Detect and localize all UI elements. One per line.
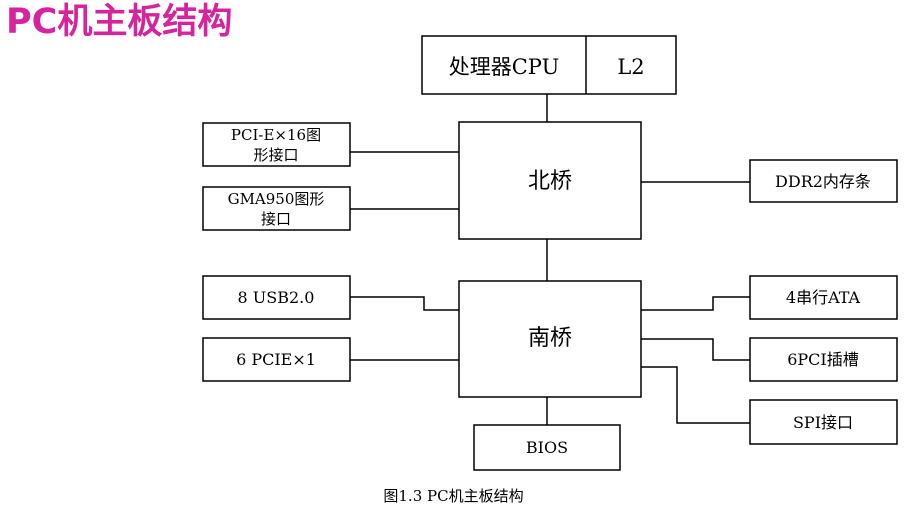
sata-block: 4串行ATA [749,275,898,320]
spi-link [641,366,750,424]
gma950-label-line2: 接口 [261,210,291,228]
spi-block: SPI接口 [749,399,898,445]
bios-block: BIOS [473,424,621,471]
pcie-x16-block: PCI-E×16图 形接口 [202,122,351,167]
usb-label: 8 USB2.0 [238,288,315,307]
bios-label: BIOS [526,438,568,457]
south-bridge-label: 南桥 [528,326,572,351]
usb-block: 8 USB2.0 [202,275,351,320]
sata-label: 4串行ATA [786,288,861,307]
pci-label: 6PCI插槽 [787,350,859,369]
pcie-x16-label-line2: 形接口 [253,146,298,164]
north-bridge-label: 北桥 [528,169,572,194]
south-bridge-block: 南桥 [458,280,642,398]
pci-link [641,338,750,361]
l2-label: L2 [617,55,644,79]
spi-label: SPI接口 [793,413,853,432]
gma950-label-line1: GMA950图形 [228,190,325,208]
pcie-x1-label: 6 PCIE×1 [236,350,316,369]
cpu-label: 处理器CPU [449,55,560,79]
figure-caption: 图1.3 PC机主板结构 [383,487,524,505]
pcie-x16-label-line1: PCI-E×16图 [231,126,321,144]
pcie-x1-block: 6 PCIE×1 [202,337,351,382]
gma950-block: GMA950图形 接口 [202,186,351,231]
north-bridge-block: 北桥 [458,121,642,240]
connectors [350,94,750,425]
ddr2-label: DDR2内存条 [775,172,871,191]
usb-link [350,296,459,311]
cpu-block: 处理器CPU L2 [421,35,677,95]
page-title: PC机主板结构 [6,2,233,42]
sata-link [641,296,750,311]
pci-block: 6PCI插槽 [749,337,898,382]
ddr2-block: DDR2内存条 [749,159,898,203]
